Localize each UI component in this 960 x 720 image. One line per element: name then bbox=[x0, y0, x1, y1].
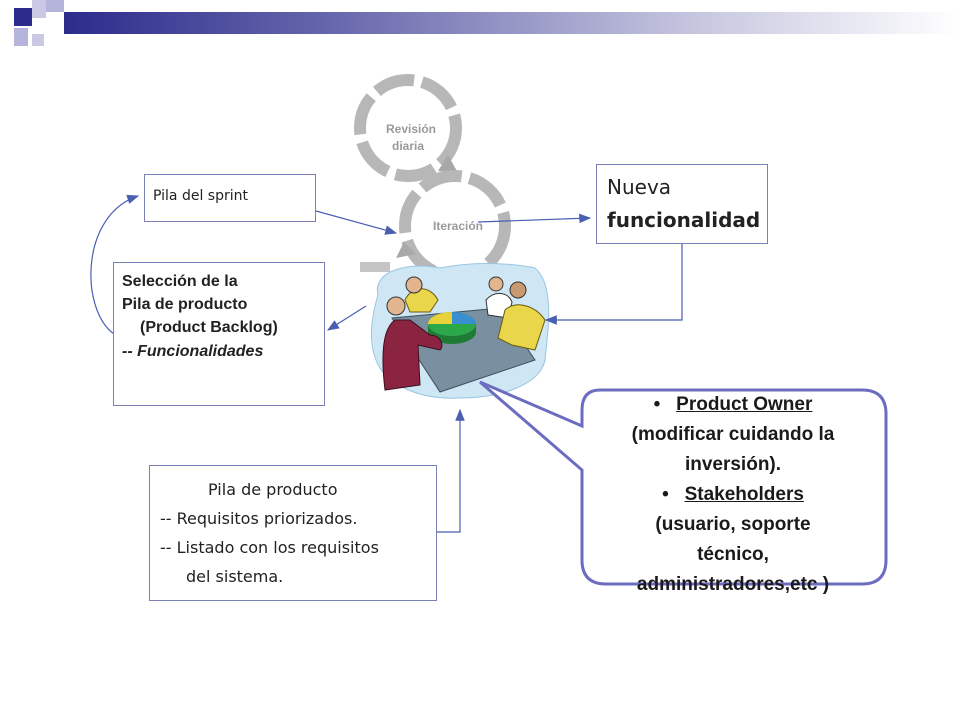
arrow-team-to-selection bbox=[326, 305, 367, 331]
new-functionality-box: Nueva funcionalidad bbox=[596, 164, 768, 244]
selection-line-4: -- Funcionalidades bbox=[122, 343, 264, 360]
header-square-small bbox=[14, 28, 28, 46]
arrow-selection-to-sprint bbox=[90, 194, 140, 335]
bullet-icon: • bbox=[653, 394, 661, 415]
selection-line-3: (Product Backlog) bbox=[140, 319, 278, 336]
product-backlog-line-1: Pila de producto bbox=[208, 480, 338, 499]
selection-line-2: Pila de producto bbox=[122, 296, 248, 313]
product-backlog-box: Pila de producto -- Requisitos priorizad… bbox=[149, 465, 437, 601]
daily-review-label-2: diaria bbox=[392, 139, 424, 153]
team-meeting-illustration bbox=[371, 263, 550, 399]
product-owner-text-a: (modificar cuidando la bbox=[631, 424, 835, 445]
product-owner-text-b: inversión). bbox=[684, 454, 782, 475]
header-decoration bbox=[0, 0, 960, 50]
connectors bbox=[90, 194, 683, 533]
stakeholders-title: Stakeholders bbox=[684, 484, 804, 505]
stakeholders-text-c: administradores,etc ) bbox=[636, 574, 830, 595]
new-functionality-line-2: funcionalidad bbox=[607, 208, 761, 232]
callout-item-stakeholders: • Stakeholders bbox=[588, 480, 878, 510]
callout-bubble bbox=[479, 380, 888, 586]
product-backlog-line-2: -- Requisitos priorizados. bbox=[160, 509, 358, 528]
header-square-dark bbox=[14, 8, 32, 26]
header-square-small-2 bbox=[32, 34, 44, 46]
header-square-mid bbox=[46, 0, 64, 12]
daily-review-cycle bbox=[354, 74, 462, 182]
product-backlog-line-3: -- Listado con los requisitos bbox=[160, 538, 379, 557]
callout-text: • Product Owner (modificar cuidando la i… bbox=[588, 390, 878, 600]
stakeholders-text-b: técnico, bbox=[697, 544, 769, 565]
arrow-productbacklog-to-team bbox=[436, 408, 465, 533]
bullet-icon: • bbox=[662, 484, 669, 505]
arrow-sprint-to-iteration bbox=[315, 210, 398, 235]
sprint-backlog-label: Pila del sprint bbox=[153, 188, 248, 204]
new-functionality-line-1: Nueva bbox=[607, 175, 672, 199]
product-backlog-line-4: del sistema. bbox=[186, 567, 284, 586]
header-square-light bbox=[32, 0, 46, 18]
sprint-backlog-box: Pila del sprint bbox=[144, 174, 316, 222]
arrow-iteration-to-functionality bbox=[477, 213, 592, 224]
selection-box: Selección de la Pila de producto (Produc… bbox=[113, 262, 325, 406]
callout-item-product-owner: • Product Owner bbox=[588, 390, 878, 420]
product-owner-title: Product Owner bbox=[676, 394, 813, 415]
arrow-functionality-to-team bbox=[544, 244, 683, 325]
daily-review-label-1: Revisión bbox=[386, 122, 436, 136]
iteration-label: Iteración bbox=[433, 219, 483, 233]
selection-line-1: Selección de la bbox=[122, 273, 238, 290]
stakeholders-text-a: (usuario, soporte bbox=[655, 514, 811, 535]
header-gradient-bar bbox=[64, 12, 960, 34]
